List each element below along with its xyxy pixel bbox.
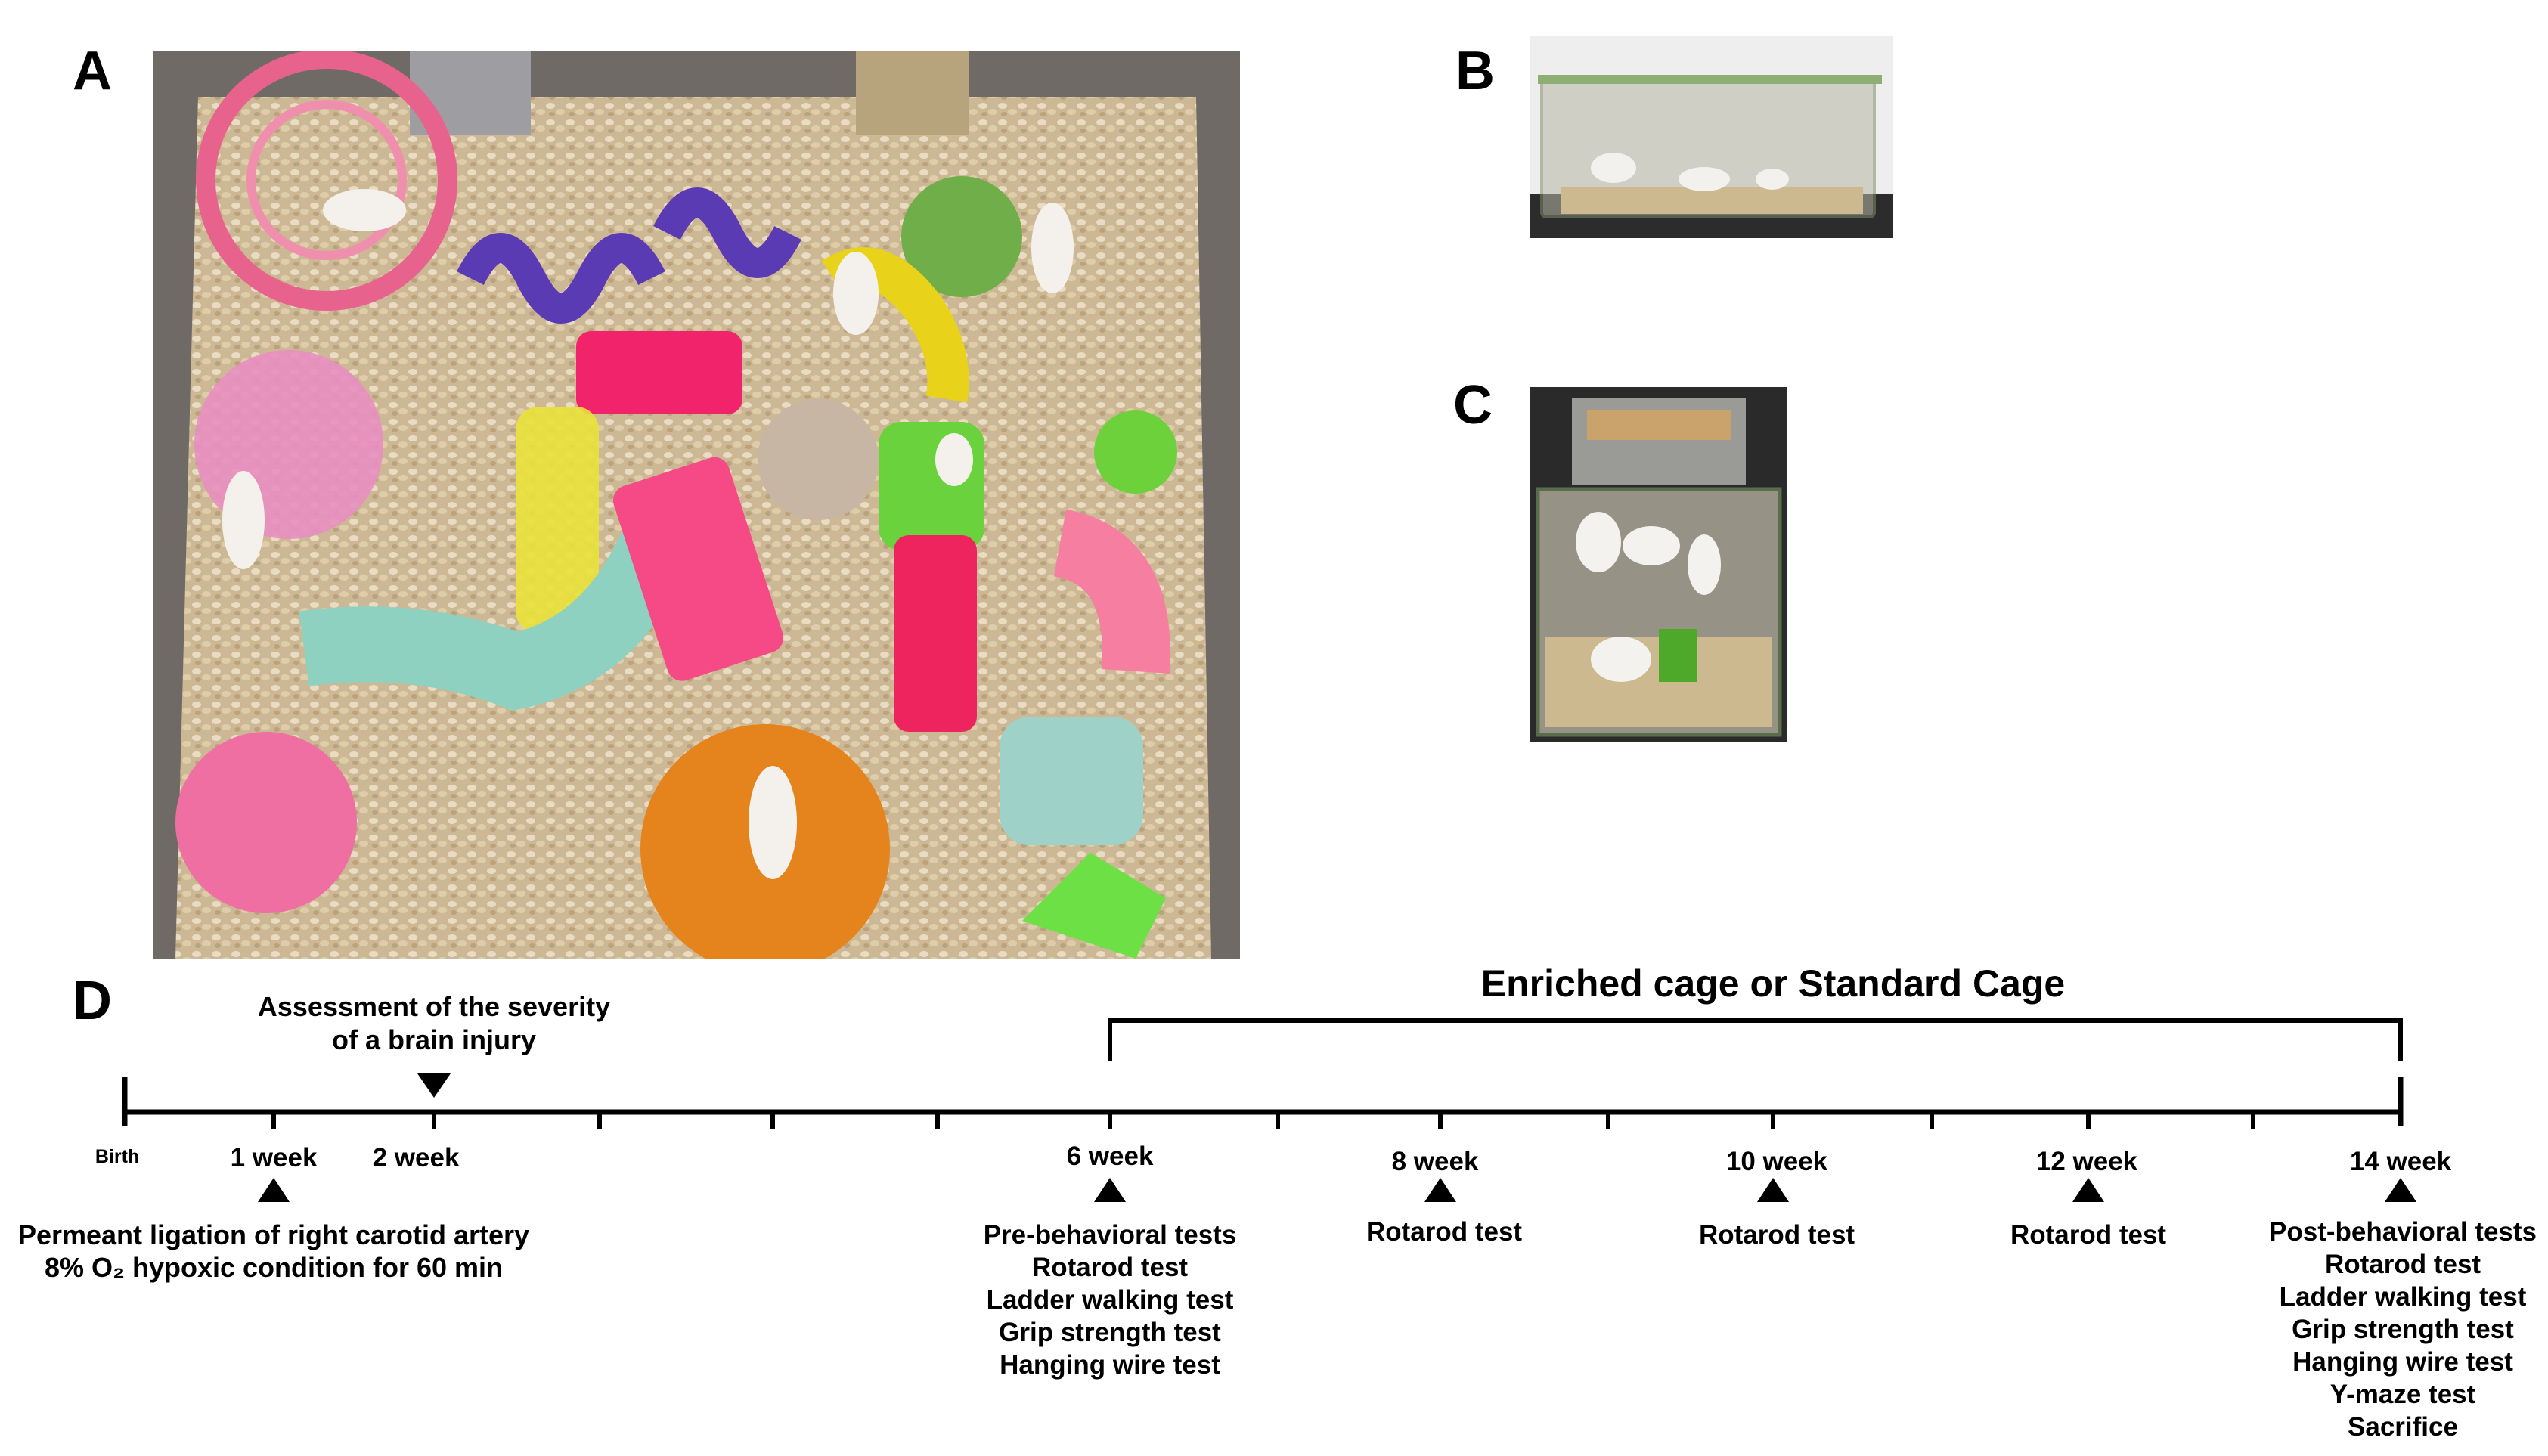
standard-cage-photo-side	[1530, 36, 1893, 238]
event-item: Hanging wire test	[2292, 1347, 2513, 1377]
event-item: Rotarod test	[1031, 1253, 1189, 1282]
assessment-arrow-down	[417, 1073, 451, 1098]
arrow-6-week	[1094, 1178, 1126, 1202]
arrow-10-week	[1757, 1178, 1789, 1202]
event-item: Ladder walking test	[2279, 1282, 2527, 1312]
event-item: Rotarod test	[1365, 1217, 1523, 1247]
arrow-1-week	[258, 1178, 290, 1202]
week-12-events: Rotarod test	[2010, 1219, 2166, 1251]
enriched-cage-photo	[153, 51, 1240, 959]
assessment-line: of a brain injury	[331, 1024, 537, 1055]
week-8-events: Rotarod test	[1366, 1216, 1522, 1248]
week-1-events: Permeant ligation of right carotid arter…	[18, 1219, 529, 1284]
week-6-events: Pre-behavioral tests Rotarod test Ladder…	[984, 1219, 1237, 1381]
event-item: 8% O₂ hypoxic condition for 60 min	[44, 1252, 504, 1283]
event-item: Post-behavioral tests	[2269, 1217, 2537, 1247]
standard-cage-photo-top	[1530, 387, 1787, 742]
event-item: Ladder walking test	[986, 1285, 1234, 1315]
event-item: Grip strength test	[2292, 1315, 2514, 1344]
event-item: Rotarod test	[1698, 1220, 1855, 1250]
event-item: Rotarod test	[2324, 1250, 2481, 1279]
label-12-week: 12 week	[2035, 1147, 2138, 1176]
panel-label-a: A	[73, 41, 112, 101]
arrow-8-week	[1424, 1178, 1456, 1202]
assessment-line: Assessment of the severity	[257, 991, 611, 1022]
label-2-week: 2 week	[372, 1143, 460, 1173]
panel-label-d: D	[73, 971, 112, 1031]
enriched-period-bracket	[1108, 1018, 2403, 1061]
label-birth: Birth	[95, 1146, 140, 1167]
event-item: Y-maze test	[2329, 1380, 2476, 1409]
label-8-week: 8 week	[1391, 1147, 1479, 1176]
arrow-14-week	[2385, 1178, 2416, 1202]
panel-label-c: C	[1453, 375, 1493, 435]
enriched-period-header: Enriched cage or Standard Cage	[1480, 962, 2066, 1005]
label-1-week: 1 week	[230, 1143, 318, 1173]
event-item: Grip strength test	[999, 1318, 1221, 1347]
panel-label-b: B	[1455, 41, 1495, 101]
event-item: Hanging wire test	[1000, 1350, 1220, 1380]
label-14-week: 14 week	[2349, 1147, 2452, 1176]
event-item: Permeant ligation of right carotid arter…	[17, 1219, 530, 1250]
label-6-week: 6 week	[1066, 1142, 1154, 1171]
week-10-events: Rotarod test	[1699, 1219, 1855, 1251]
assessment-note: Assessment of the severity of a brain in…	[258, 990, 610, 1057]
week-14-events: Post-behavioral tests Rotarod test Ladde…	[2269, 1216, 2537, 1443]
event-item: Pre-behavioral tests	[983, 1220, 1237, 1250]
event-item: Rotarod test	[2010, 1220, 2167, 1250]
label-10-week: 10 week	[1725, 1147, 1828, 1176]
arrow-12-week	[2072, 1178, 2104, 1202]
event-item: Sacrifice	[2348, 1412, 2458, 1442]
